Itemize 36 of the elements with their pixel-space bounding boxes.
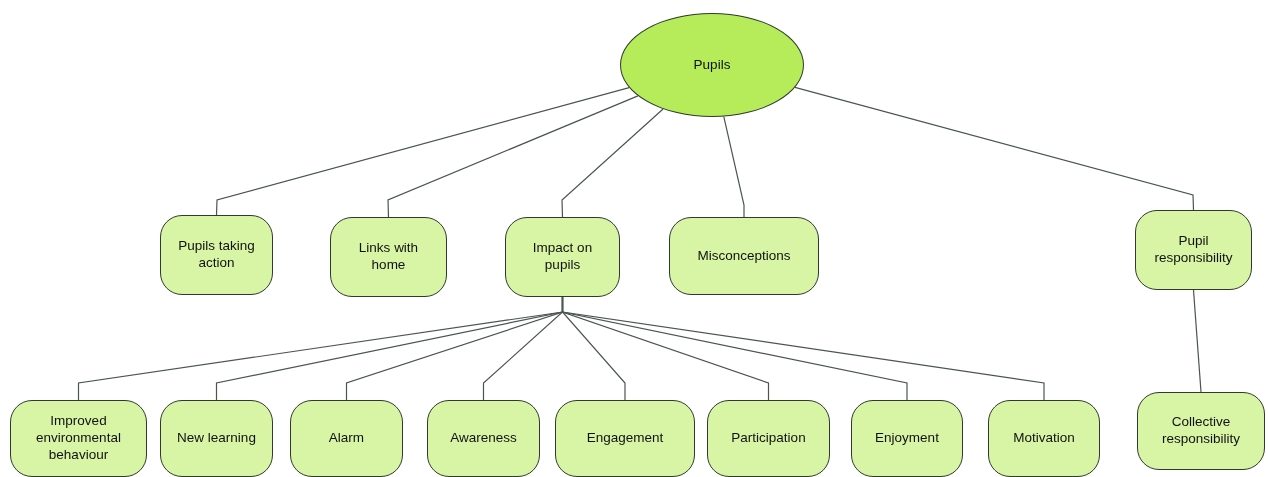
theme-box: [505, 217, 620, 297]
theme-box: [160, 215, 273, 295]
theme-box: [10, 400, 147, 477]
connector-line: [561, 108, 664, 218]
theme-box: [851, 400, 963, 477]
connector-line: [723, 115, 745, 218]
node-label: Links with home: [357, 240, 420, 274]
node-label: Awareness: [450, 430, 517, 447]
node-label: Motivation: [1013, 430, 1075, 447]
node-label: Participation: [731, 430, 806, 447]
connector-line: [794, 86, 1195, 211]
node-label: Pupil responsibility: [1153, 233, 1234, 267]
theme-box: [988, 400, 1100, 477]
theme-box: [669, 217, 819, 295]
theme-box: [290, 400, 403, 477]
node-label: New learning: [177, 430, 256, 447]
node-label: Improved environmental behaviour: [35, 413, 122, 464]
connector-line: [215, 87, 630, 216]
theme-box: [1135, 210, 1252, 290]
theme-box: [555, 400, 695, 477]
connector-line: [387, 95, 639, 218]
node-label: Impact on pupils: [531, 240, 594, 274]
theme-box: [160, 400, 273, 477]
node-label: Pupils: [693, 56, 731, 74]
node-label: Engagement: [586, 430, 664, 447]
node-label: Alarm: [328, 430, 365, 447]
theme-box: [427, 400, 540, 477]
node-label: Pupils taking action: [177, 238, 256, 272]
theme-box: [330, 217, 447, 297]
theme-box: [707, 400, 830, 477]
node-label: Collective responsibility: [1160, 414, 1241, 448]
theme-box: [1137, 392, 1265, 470]
connector-line: [561, 296, 1045, 401]
connector-line: [1192, 289, 1202, 393]
node-label: Misconceptions: [697, 247, 791, 265]
node-label: Enjoyment: [875, 430, 939, 447]
